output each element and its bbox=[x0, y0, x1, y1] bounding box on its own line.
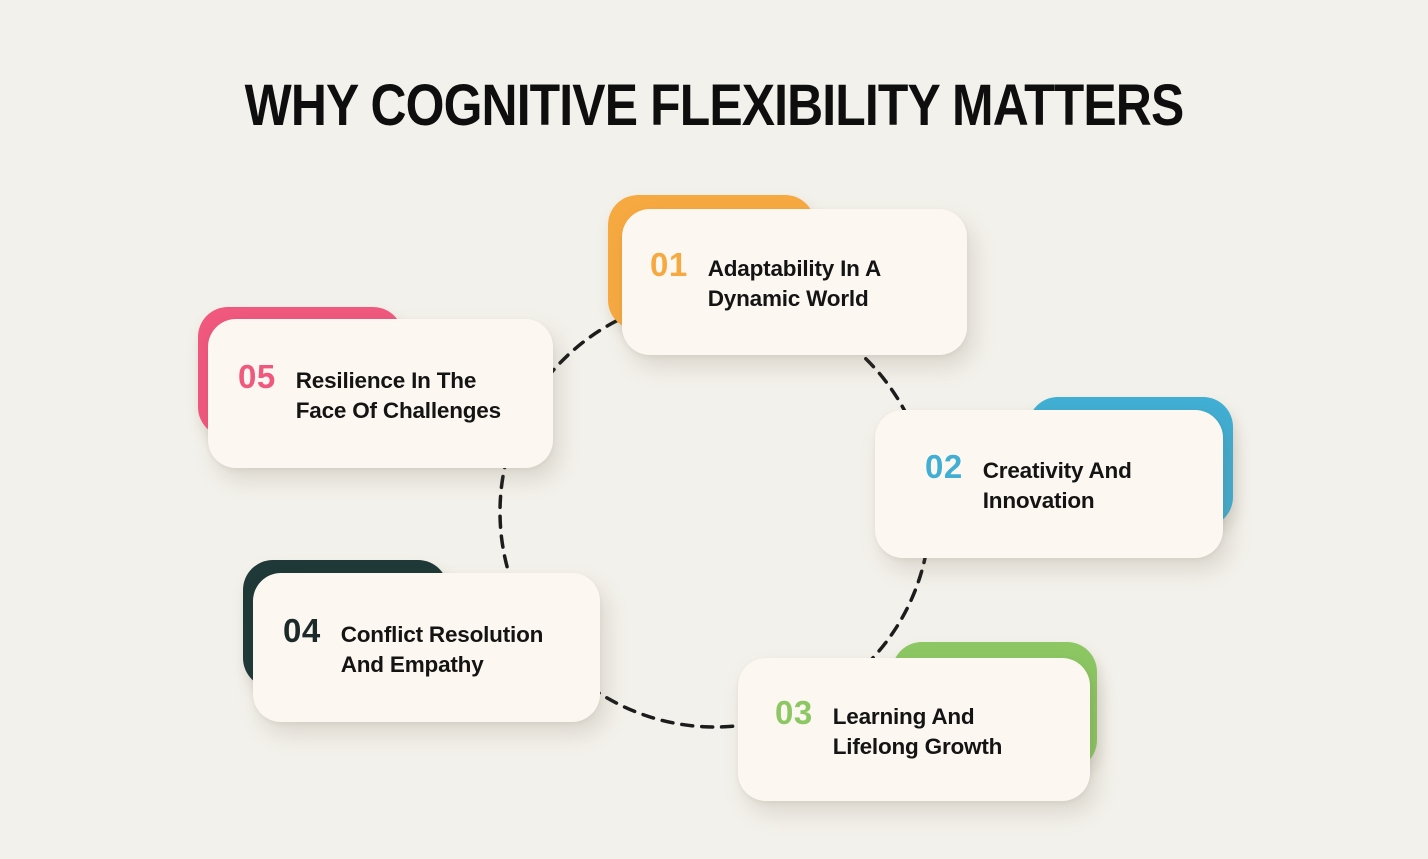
step-label-line: Lifelong Growth bbox=[832, 733, 1003, 759]
step-number-02: 02 bbox=[925, 448, 963, 485]
step-label-line: Resilience In The bbox=[295, 367, 477, 393]
step-number-03: 03 bbox=[775, 693, 813, 731]
card-01-content: 01 Adaptability In A Dynamic World bbox=[650, 246, 881, 314]
step-label-line: Conflict Resolution bbox=[340, 621, 544, 647]
step-number-05: 05 bbox=[238, 357, 276, 395]
step-label-04: Conflict Resolution And Empathy bbox=[340, 620, 544, 680]
step-label-line: And Empathy bbox=[340, 651, 484, 677]
card-04-content: 04 Conflict Resolution And Empathy bbox=[283, 611, 544, 680]
card-03-content: 03 Learning And Lifelong Growth bbox=[775, 693, 1003, 762]
card-05-front: 05 Resilience In The Face Of Challenges bbox=[208, 319, 553, 468]
step-label-line: Innovation bbox=[982, 488, 1095, 513]
step-number-04: 04 bbox=[283, 611, 321, 649]
step-label-line: Creativity And bbox=[982, 458, 1132, 483]
step-label-01: Adaptability In A Dynamic World bbox=[708, 254, 881, 314]
page-title: WHY COGNITIVE FLEXIBILITY MATTERS bbox=[244, 73, 1185, 138]
step-label-05: Resilience In The Face Of Challenges bbox=[296, 366, 501, 426]
card-02-content: 02 Creativity And Innovation bbox=[925, 448, 1132, 516]
card-01-front: 01 Adaptability In A Dynamic World bbox=[622, 209, 967, 355]
step-label-line: Dynamic World bbox=[707, 286, 869, 311]
step-number-01: 01 bbox=[650, 246, 688, 283]
step-label-03: Learning And Lifelong Growth bbox=[832, 702, 1003, 762]
step-label-line: Face Of Challenges bbox=[295, 397, 501, 423]
card-04-front: 04 Conflict Resolution And Empathy bbox=[253, 573, 600, 722]
step-label-line: Learning And bbox=[832, 703, 975, 729]
step-label-02: Creativity And Innovation bbox=[983, 456, 1132, 516]
card-02-front: 02 Creativity And Innovation bbox=[875, 410, 1223, 558]
card-05-content: 05 Resilience In The Face Of Challenges bbox=[238, 357, 501, 426]
card-03-front: 03 Learning And Lifelong Growth bbox=[738, 658, 1090, 801]
step-label-line: Adaptability In A bbox=[707, 256, 881, 281]
